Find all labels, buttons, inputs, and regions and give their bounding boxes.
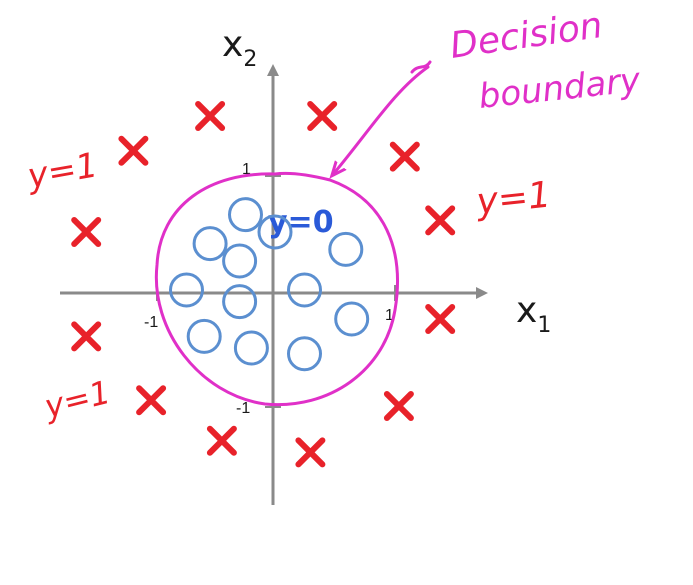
- y-axis-subscript: 2: [243, 47, 257, 72]
- positive-cross-marker: [307, 101, 338, 131]
- label-y-equals-1-bottom-left: y=1: [40, 373, 114, 426]
- negative-circle-marker: [334, 301, 370, 337]
- negative-circle-marker: [233, 330, 269, 366]
- data-points: [71, 101, 456, 468]
- positive-cross-marker: [425, 205, 456, 236]
- positive-cross-marker: [389, 141, 420, 172]
- tick-label-x-pos: 1: [385, 307, 394, 324]
- boundary-annotation-arrow: [335, 65, 430, 172]
- label-y-equals-1-top-left: y=1: [24, 145, 101, 197]
- boundary-annotation-tick: [410, 60, 432, 74]
- negative-circle-marker: [287, 272, 322, 308]
- negative-circle-marker: [257, 214, 293, 250]
- negative-circle-marker: [222, 284, 258, 320]
- positive-cross-marker: [195, 101, 226, 131]
- positive-cross-marker: [425, 304, 456, 334]
- tick-label-x-neg: -1: [144, 314, 158, 331]
- x-axis-subscript: 1: [537, 313, 551, 338]
- label-y-equals-0: y=0: [268, 205, 334, 240]
- boundary-label: boundary: [477, 60, 643, 117]
- positive-cross-marker: [206, 425, 237, 456]
- label-y-equals-1-right: y=1: [474, 174, 553, 223]
- negative-circle-marker: [186, 318, 222, 354]
- negative-circle-marker: [328, 231, 364, 267]
- positive-cross-marker: [136, 385, 167, 416]
- tick-label-y-pos: 1: [242, 161, 251, 178]
- decision-boundary-curve: [154, 171, 399, 407]
- positive-cross-marker: [383, 391, 414, 421]
- negative-circle-marker: [169, 272, 204, 308]
- y-axis-label: x2: [222, 24, 257, 72]
- positive-cross-marker: [71, 217, 102, 247]
- negative-circle-marker: [228, 197, 263, 233]
- positive-cross-marker: [295, 437, 326, 468]
- negative-circle-marker: [287, 336, 322, 372]
- tick-label-y-neg: -1: [236, 400, 250, 417]
- decision-label: Decision: [448, 5, 605, 67]
- positive-cross-marker: [118, 135, 149, 166]
- x-axis-label: x1: [516, 290, 551, 338]
- negative-circle-marker: [222, 243, 258, 279]
- negative-circle-marker: [192, 226, 228, 262]
- positive-cross-marker: [71, 321, 102, 352]
